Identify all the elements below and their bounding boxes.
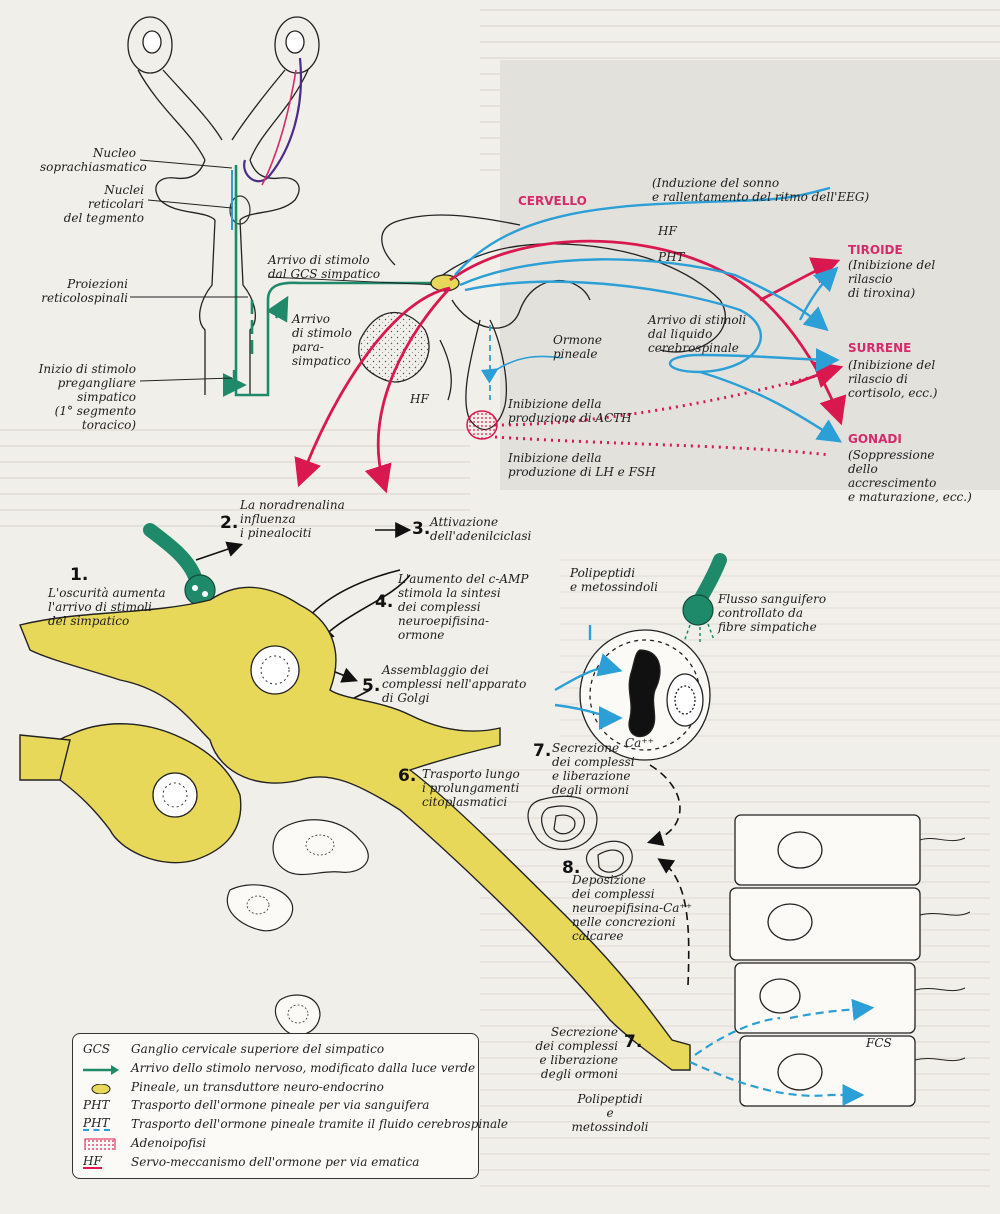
pineal-icon [91,1084,111,1094]
green-neural-pathway [234,165,440,397]
step-4-text: L'aumento del c-AMP stimola la sintesi d… [398,572,529,642]
label-arrivo-parasimpatico: Arrivo di stimolo para- simpatico [292,312,352,368]
label-arrivo-liquido: Arrivo di stimoli dal liquido cerebrospi… [648,313,747,355]
red-dotted-inhibition [494,370,831,457]
step-5-text: Assemblaggio dei complessi nell'apparato… [382,663,527,705]
label-arrivo-gcs: Arrivo di stimolo dal GCS simpatico [268,253,381,281]
label-fcs: FCS [866,1036,892,1050]
step-number-3: 3. [412,519,431,539]
sympathetic-terminal-right [682,553,727,645]
label-pht: PHT [658,250,685,264]
green-arrow-icon [83,1065,119,1075]
legend-text: Arrivo dello stimolo nervoso, modificato… [131,1061,476,1075]
red-blood-pathways [294,239,847,494]
eyes-and-optic-chiasm [127,16,320,395]
legend-row: Arrivo dello stimolo nervoso, modificato… [73,1059,478,1079]
step-number-7b: 7. [624,1032,643,1052]
label-polipeptidi-bottom: Polipeptidi e metossindoli [571,1092,649,1134]
label-proiezioni: Proiezioni reticolospinali [41,277,128,305]
label-inizio-stimolo: Inizio di stimolo pregangliare simpatico… [38,362,136,432]
label-inibizione-lh: Inibizione della produzione di LH e FSH [508,451,656,479]
label-flusso-sanguifero: Flusso sanguifero controllato da fibre s… [718,592,827,634]
legend-row: PHT Trasporto dell'ormone pineale per vi… [73,1096,478,1116]
ependymal-cells [729,814,921,1107]
nuclei [152,645,300,818]
sympathetic-terminal-left [143,523,216,625]
legend-text: Ganglio cervicale superiore del simpatic… [131,1042,385,1056]
step-3-text: Attivazione dell'adenilciclasi [430,515,532,543]
legend: GCS Ganglio cervicale superiore del simp… [72,1033,508,1179]
adenohypophysis [466,410,498,440]
step-number-7a: 7. [533,741,552,761]
grey-photo-area [500,60,1000,490]
label-surrene: SURRENE [848,341,912,355]
legend-row: HF Servo-meccanismo dell'ormone per via … [73,1153,478,1173]
legend-key: PHT [83,1116,110,1131]
step-7b-text: Secrezione dei complessi e liberazione d… [535,1025,618,1081]
step-6-text: Trasporto lungo i prolungamenti citoplas… [422,767,520,809]
step-8-text: Deposizione dei complessi neuroepifisina… [572,873,693,943]
legend-text: Pineale, un transduttore neuro-endocrino [131,1080,384,1094]
legend-key: GCS [83,1042,110,1056]
legend-row: Adenoipofisi [73,1134,478,1154]
step-1-text: L'oscurità aumenta l'arrivo di stimoli d… [48,586,166,628]
step-number-4: 4. [375,592,394,612]
legend-text: Servo-meccanismo dell'ormone per via ema… [131,1155,420,1169]
step-number-2: 2. [220,513,239,533]
label-nucleo-soprachiasmatico: Nucleo soprachiasmatico [40,146,147,174]
legend-key: PHT [83,1098,110,1112]
pinealocytes [19,586,691,1071]
label-hf-right: HF [658,224,677,238]
label-cervello: CERVELLO [518,194,587,208]
legend-row: Pineale, un transduttore neuro-endocrino [73,1078,478,1098]
label-surrene-note: (Inibizione del rilascio di cortisolo, e… [848,358,938,400]
label-gonadi-note: (Soppressione dello accrescimento e matu… [848,448,972,504]
legend-text: Trasporto dell'ormone pineale per via sa… [131,1098,430,1112]
legend-row: GCS Ganglio cervicale superiore del simp… [73,1040,478,1060]
label-ca: Ca⁺⁺ [625,736,655,750]
calcareous-concretions [527,795,633,878]
legend-text: Trasporto dell'ormone pineale tramite il… [131,1117,509,1131]
blue-pathways [454,186,843,443]
label-nuclei-reticolari: Nuclei reticolari del tegmento [63,183,144,225]
step-number-5: 5. [362,676,381,696]
label-tiroide-note: (Inibizione del rilascio di tiroxina) [848,258,936,300]
step-7a-text: Secrezione dei complessi e liberazione d… [552,741,635,797]
background-text-left [0,420,470,540]
label-gonadi: GONADI [848,432,902,446]
glial-cells [226,819,369,1036]
adenohypophysis-swatch-icon [84,1138,116,1150]
step-number-6: 6. [398,766,417,786]
label-polipeptidi-top: Polipeptidi e metossindoli [570,566,658,594]
step-2-text: La noradrenalina influenza i pinealociti [240,498,345,540]
label-inibizione-acth: Inibizione della produzione di ACTH [508,397,632,425]
step-number-1: 1. [70,565,89,585]
retino-hypothalamic-tract [243,57,303,183]
step-number-8: 8. [562,858,581,878]
label-induzione-sonno: (Induzione del sonno e rallentamento del… [652,176,870,204]
label-hf-left: HF [410,392,429,406]
label-tiroide: TIROIDE [848,243,903,257]
legend-text: Adenoipofisi [131,1136,207,1150]
legend-row: PHT Trasporto dell'ormone pineale tramit… [73,1115,508,1135]
label-ormone-pineale: Ormone pineale [553,333,603,361]
legend-key: HF [83,1154,102,1169]
